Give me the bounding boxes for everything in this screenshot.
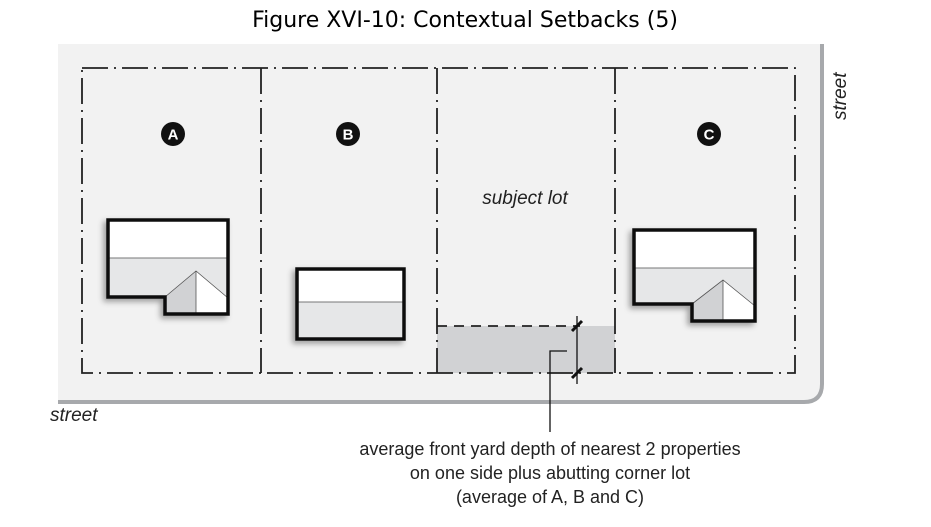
house-c [632,228,757,323]
lot-label-a: A [161,122,185,146]
lot-lines [81,67,796,374]
subject-lot-label: subject lot [482,188,568,209]
figure-title: Figure XVI-10: Contextual Setbacks (5) [252,8,678,33]
street-edge [58,44,824,404]
annotation-line-1: average front yard depth of nearest 2 pr… [359,439,740,459]
lot-label-b: B [336,122,360,146]
block-panel [58,44,822,402]
house-a [106,218,230,316]
leader-line [549,350,567,432]
house-b [295,267,406,341]
street-label-right: street [830,72,851,120]
front-yard-setback-area [437,326,615,373]
lot-label-c: C [697,122,721,146]
svg-text:B: B [343,127,354,144]
svg-text:C: C [704,127,715,144]
annotation-line-2: on one side plus abutting corner lot [410,463,690,483]
svg-text:A: A [168,127,179,144]
setback-dimension [570,316,584,384]
annotation-line-3: (average of A, B and C) [456,487,644,507]
street-label-bottom: street [50,405,98,426]
